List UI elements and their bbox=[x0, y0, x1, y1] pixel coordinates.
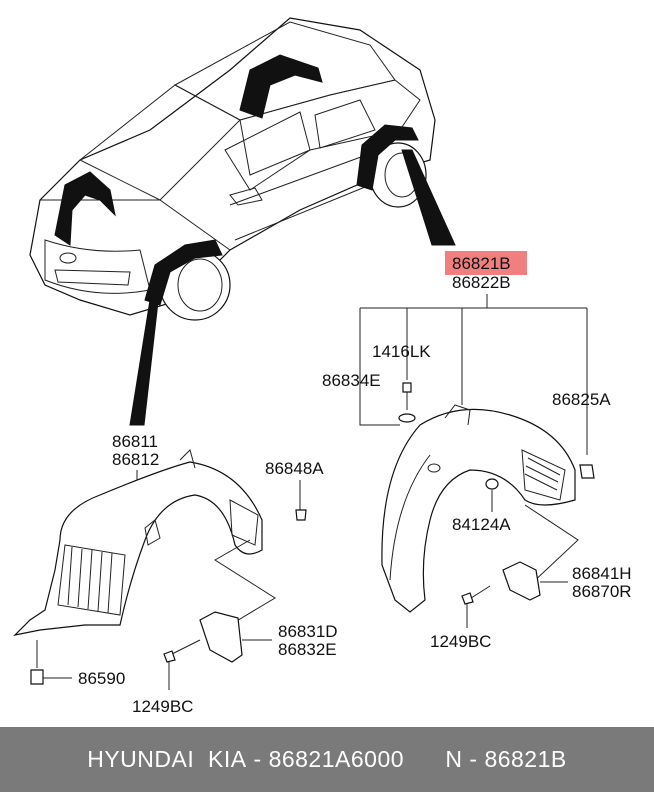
label-1249BC-front[interactable]: 1249BC bbox=[132, 697, 193, 716]
label-86848A[interactable]: 86848A bbox=[265, 459, 324, 478]
label-86590[interactable]: 86590 bbox=[78, 669, 125, 688]
footer-n-label: N - bbox=[445, 746, 485, 772]
label-86870R[interactable]: 86870R bbox=[572, 582, 632, 601]
label-86822B[interactable]: 86822B bbox=[452, 273, 511, 292]
footer-part-number: 86821A6000 bbox=[268, 746, 405, 772]
label-86812[interactable]: 86812 bbox=[112, 450, 159, 469]
footer-brand: HYUNDAI KIA bbox=[87, 746, 247, 772]
label-86825A[interactable]: 86825A bbox=[552, 390, 611, 409]
parts-diagram: 86821B 86822B 1416LK 86834E 86825A 84124… bbox=[13, 17, 632, 716]
part-number-footer: HYUNDAI KIA - 86821A6000 N - 86821B bbox=[0, 727, 654, 792]
label-1249BC-rear[interactable]: 1249BC bbox=[430, 632, 491, 651]
label-86811[interactable]: 86811 bbox=[112, 432, 158, 451]
footer-sep: - bbox=[246, 746, 269, 772]
car-illustration bbox=[29, 17, 456, 426]
label-86832E[interactable]: 86832E bbox=[278, 640, 337, 659]
front-liner-assembly: 86811 86812 86848A 86831D 86832E 1249BC … bbox=[13, 432, 338, 716]
footer-n-value: 86821B bbox=[484, 746, 567, 772]
label-86831D[interactable]: 86831D bbox=[278, 622, 338, 641]
label-1416LK[interactable]: 1416LK bbox=[372, 342, 431, 361]
rear-liner-assembly: 86821B 86822B 1416LK 86834E 86825A 84124… bbox=[322, 251, 632, 651]
label-86841H[interactable]: 86841H bbox=[572, 564, 632, 583]
label-84124A[interactable]: 84124A bbox=[452, 515, 511, 534]
part-highlight bbox=[445, 251, 527, 275]
label-86834E[interactable]: 86834E bbox=[322, 371, 381, 390]
label-86821B[interactable]: 86821B bbox=[452, 254, 511, 273]
footer-gap bbox=[404, 746, 445, 773]
